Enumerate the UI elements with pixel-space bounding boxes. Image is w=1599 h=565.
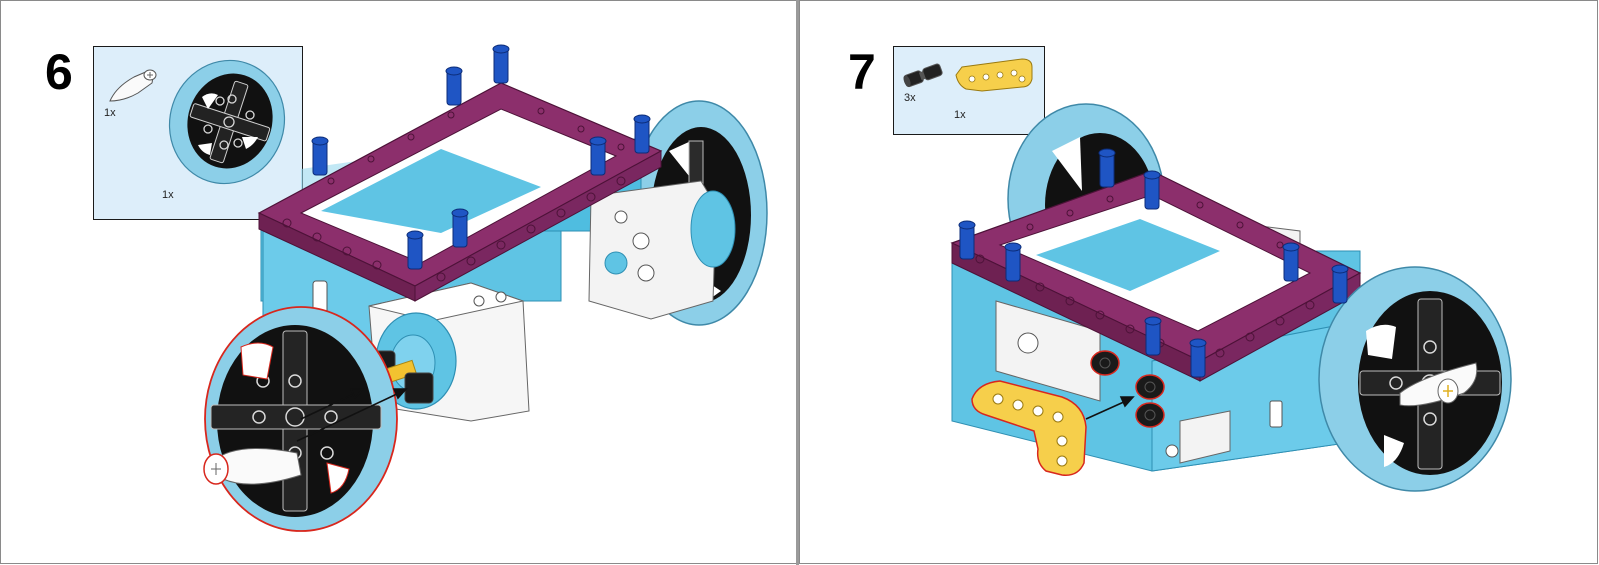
- instruction-page-step-6: 6 1x 1x: [0, 0, 797, 564]
- peg-being-inserted: [203, 448, 302, 485]
- part-quantity: 1x: [162, 189, 174, 201]
- part-quantity: 1x: [104, 107, 116, 119]
- step-number: 7: [848, 44, 876, 100]
- magenta-frame: [950, 170, 1362, 382]
- front-wheel: [1318, 266, 1512, 492]
- friction-pins: [1090, 350, 1165, 428]
- connector-peg-icon: [109, 69, 157, 102]
- parts-callout: 1x 1x: [93, 46, 303, 220]
- part-quantity: 1x: [954, 109, 966, 121]
- l-beam-icon: [955, 58, 1033, 92]
- part-quantity: 3x: [904, 92, 916, 104]
- step-number: 6: [45, 44, 73, 100]
- page-divider: [796, 0, 799, 565]
- yellow-l-beam: [971, 380, 1087, 476]
- insertion-arrows: [296, 388, 408, 442]
- hub-button: [1269, 400, 1283, 428]
- blue-pins: [311, 44, 651, 270]
- magenta-frame: [257, 82, 663, 302]
- insertion-arrow: [1085, 396, 1135, 420]
- parts-callout: 3x 1x: [893, 46, 1045, 135]
- wheel-icon: [168, 59, 286, 185]
- assembly-illustration: [203, 44, 768, 532]
- blue-pins: [958, 148, 1349, 378]
- instruction-page-step-7: 7 3x 1x: [799, 0, 1598, 564]
- friction-pin-icon: [903, 63, 943, 88]
- assembly-illustration: [950, 103, 1512, 492]
- right-motor: [588, 180, 736, 320]
